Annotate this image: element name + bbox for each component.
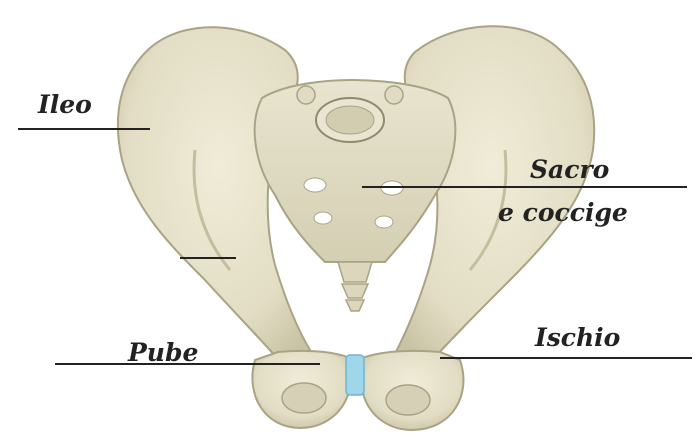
pubic-symphysis bbox=[346, 355, 364, 395]
label-sacro: Sacro bbox=[530, 157, 609, 182]
label-ischio: Ischio bbox=[535, 325, 620, 350]
sacro-leader-line bbox=[362, 186, 687, 188]
ischio-leader-line bbox=[440, 357, 692, 359]
ileo-leader-line-lower bbox=[180, 257, 236, 259]
label-pube: Pube bbox=[128, 340, 198, 365]
coccyx bbox=[338, 262, 372, 282]
label-coccige: e coccige bbox=[498, 200, 628, 225]
ileo-leader-line bbox=[18, 128, 150, 130]
label-ileo: Ileo bbox=[38, 92, 92, 117]
